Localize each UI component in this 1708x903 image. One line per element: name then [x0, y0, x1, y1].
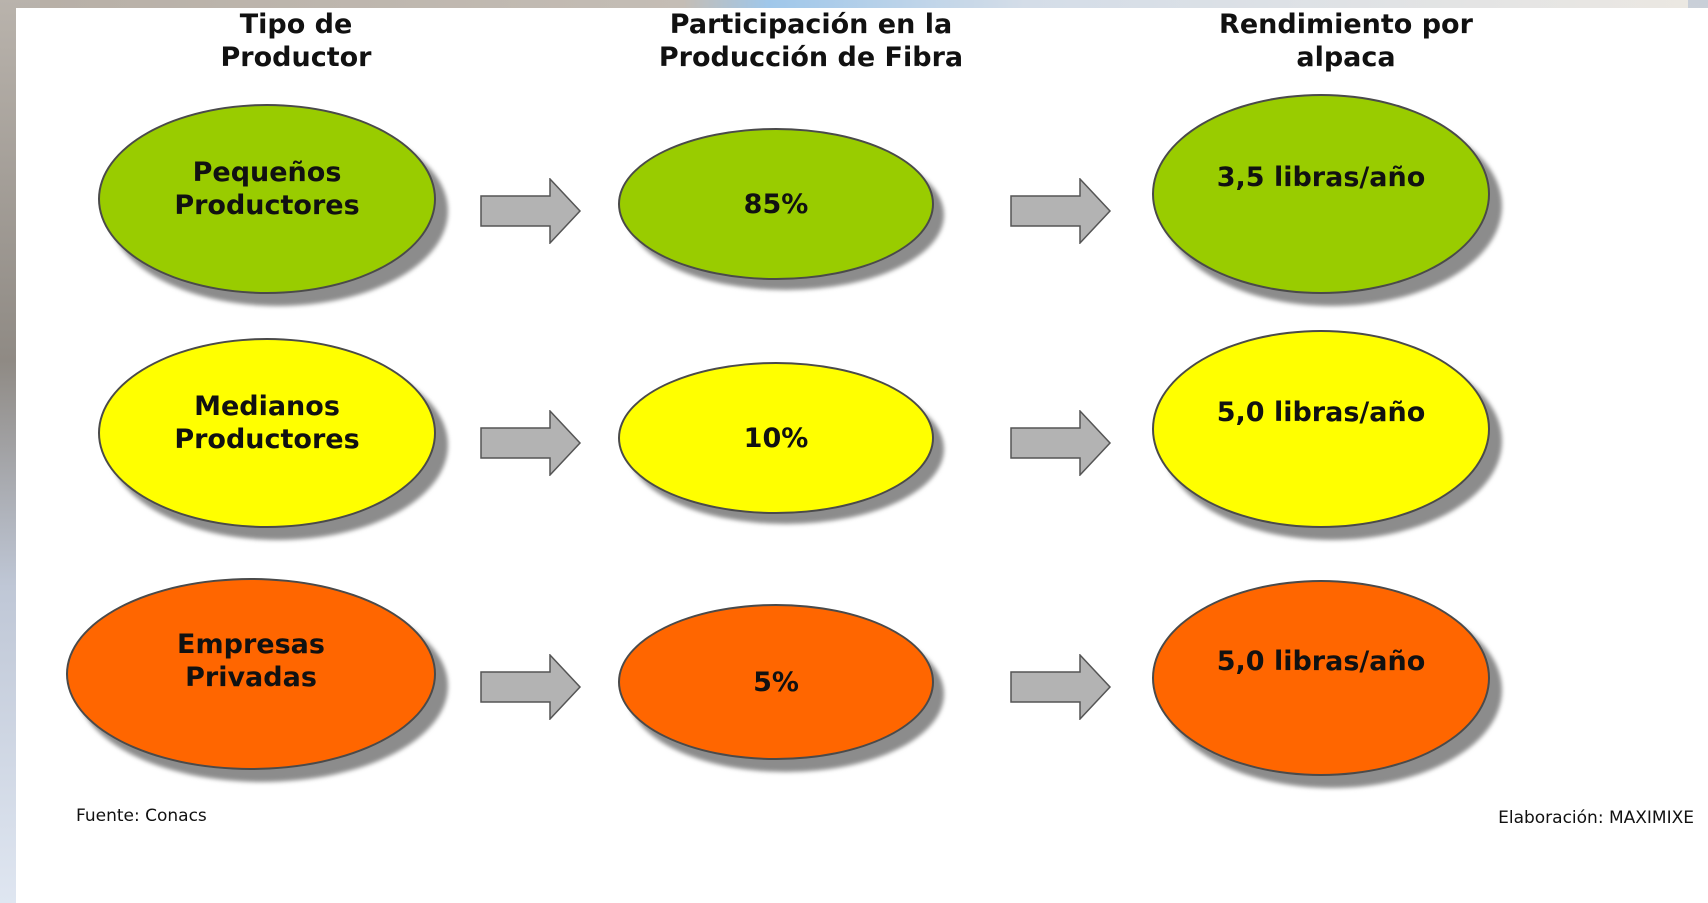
right-arrow-icon — [1010, 654, 1112, 720]
ellipse-share-10: 10% — [618, 362, 934, 514]
right-arrow-icon — [1010, 410, 1112, 476]
ellipse-pequenos-productores: Pequeños Productores — [98, 104, 436, 294]
diagram-panel: Tipo de Productor Participación en la Pr… — [16, 8, 1708, 903]
label-yield-pequenos: 3,5 libras/año — [1216, 161, 1426, 193]
ellipse-yield-medianos: 5,0 libras/año — [1152, 330, 1490, 528]
label-share-10: 10% — [743, 422, 809, 454]
label-yield-medianos: 5,0 libras/año — [1216, 396, 1426, 428]
label-yield-empresas: 5,0 libras/año — [1216, 645, 1426, 677]
right-arrow-icon — [1010, 178, 1112, 244]
ellipse-empresas-privadas: Empresas Privadas — [66, 578, 436, 770]
right-arrow-icon — [480, 410, 582, 476]
ellipse-share-5: 5% — [618, 604, 934, 760]
header-tipo-productor: Tipo de Productor — [220, 9, 372, 73]
ellipse-share-85: 85% — [618, 128, 934, 280]
right-arrow-icon — [480, 178, 582, 244]
footer-source: Fuente: Conacs — [76, 806, 207, 826]
header-participacion: Participación en la Producción de Fibra — [658, 9, 964, 73]
label-share-85: 85% — [743, 188, 809, 220]
ellipse-medianos-productores: Medianos Productores — [98, 338, 436, 528]
label-share-5: 5% — [753, 666, 799, 698]
ellipse-yield-pequenos: 3,5 libras/año — [1152, 94, 1490, 294]
footer-credit: Elaboración: MAXIMIXE — [1498, 808, 1694, 828]
label-medianos-productores: Medianos Productores — [174, 391, 360, 455]
background-strip — [0, 0, 1708, 8]
ellipse-yield-empresas: 5,0 libras/año — [1152, 580, 1490, 776]
label-empresas-privadas: Empresas Privadas — [177, 629, 325, 693]
right-arrow-icon — [480, 654, 582, 720]
label-pequenos-productores: Pequeños Productores — [174, 157, 360, 221]
header-rendimiento: Rendimiento por alpaca — [1219, 9, 1473, 73]
